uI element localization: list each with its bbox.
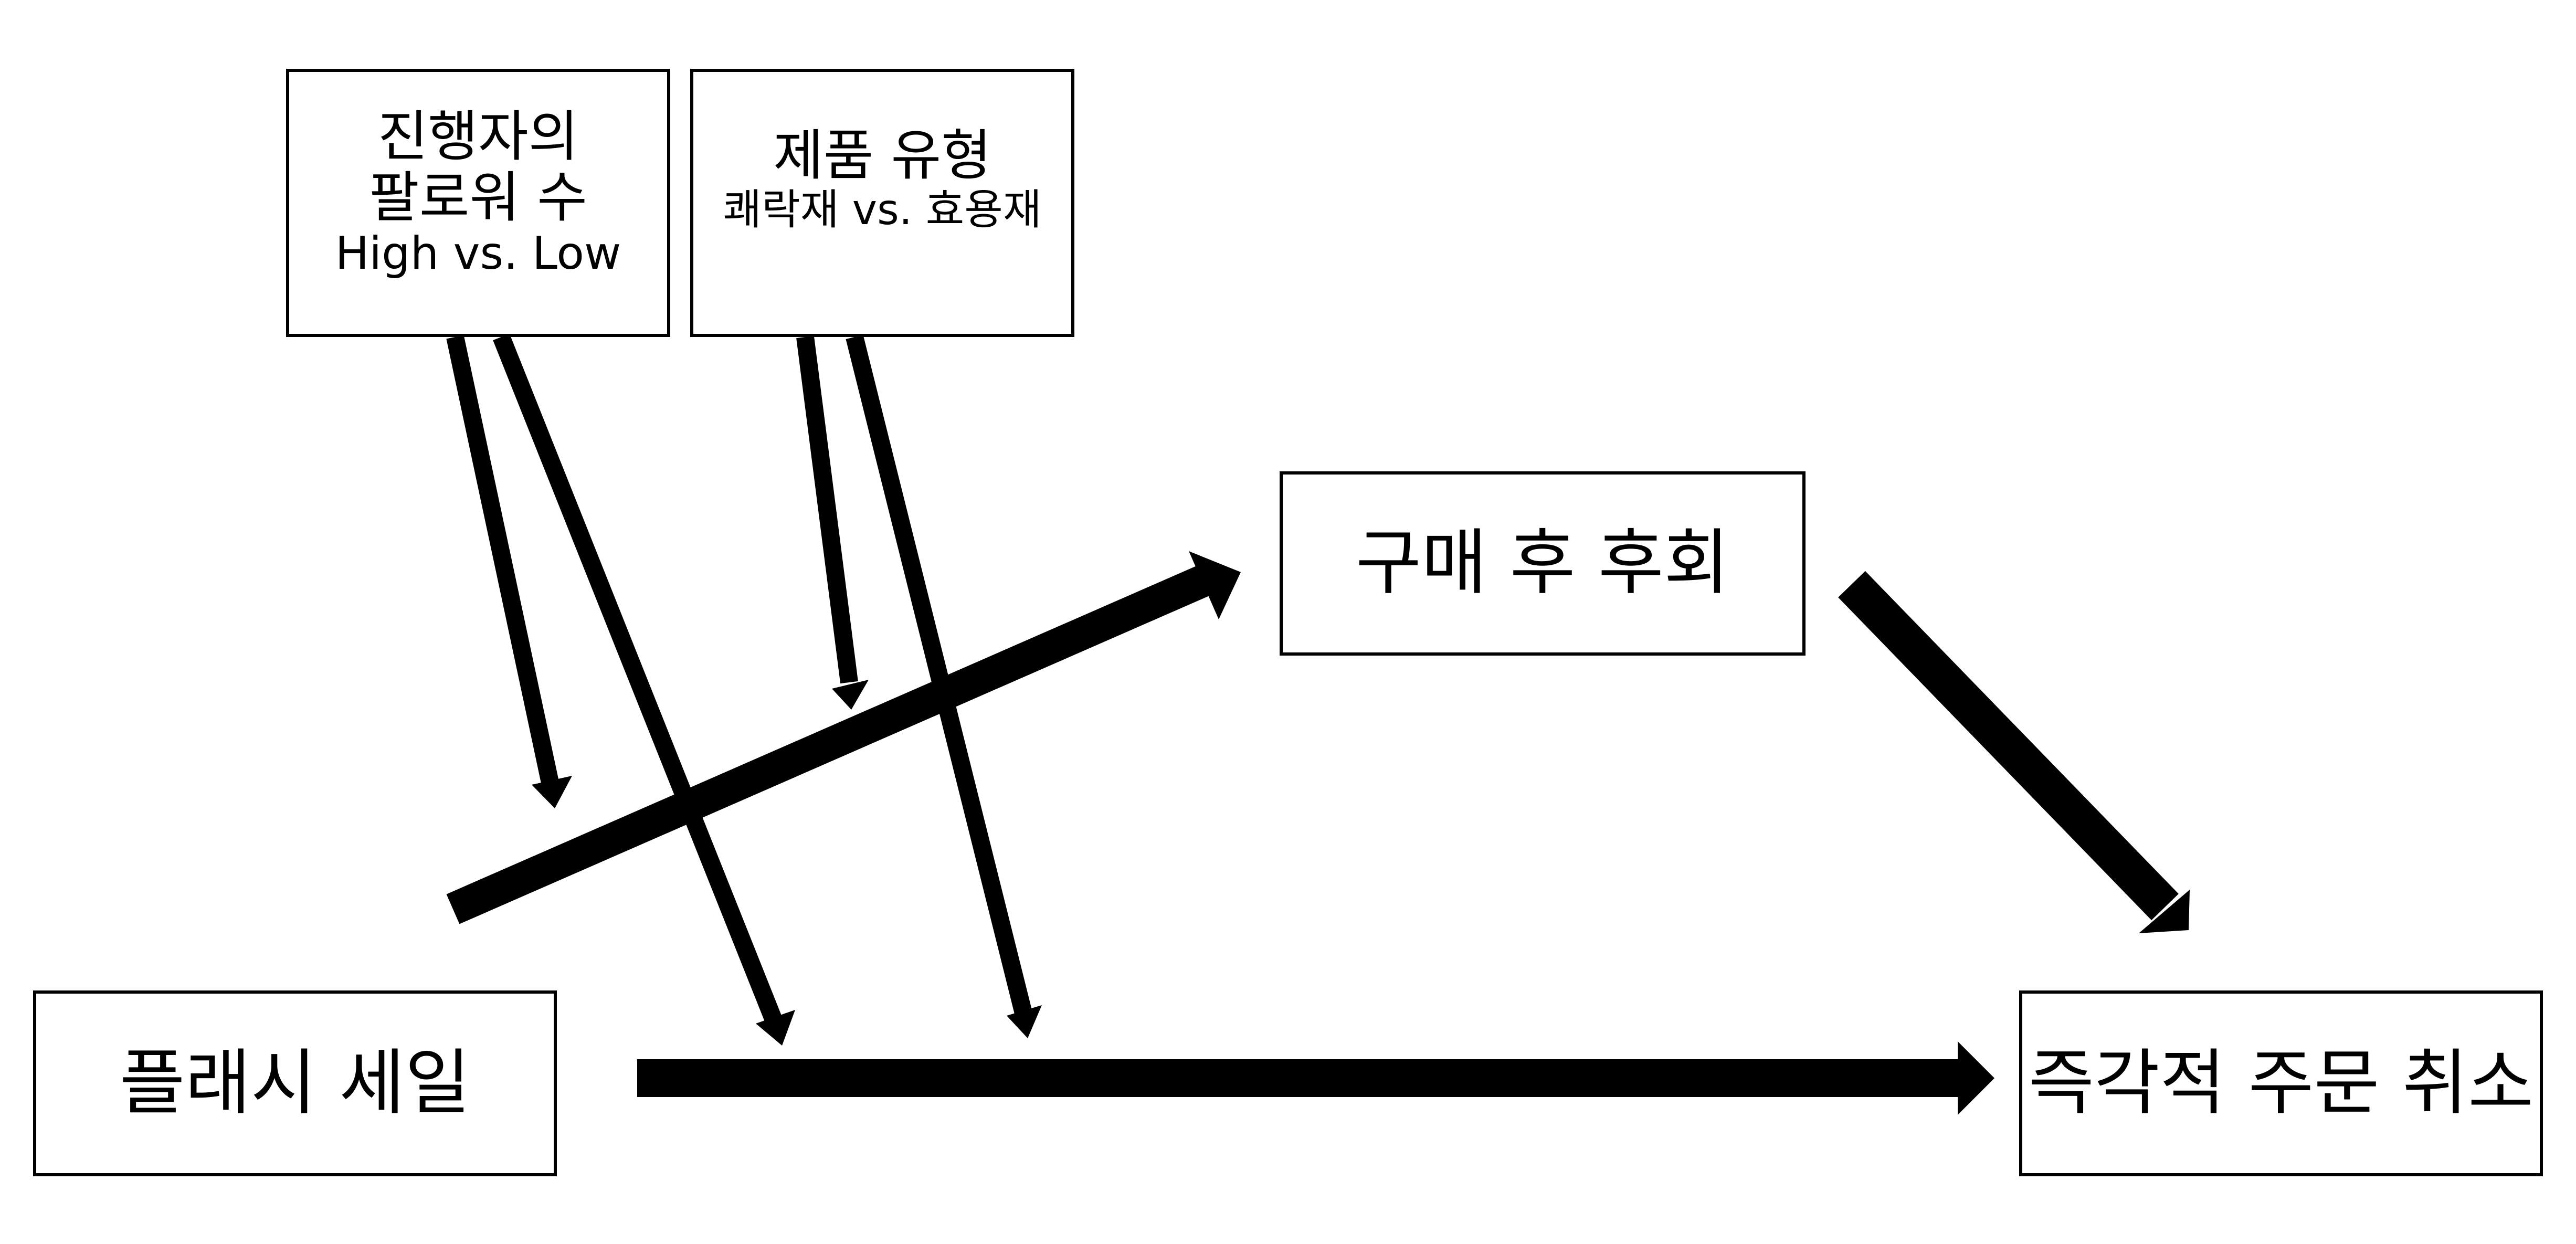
mediator-label: 구매 후 후회: [1355, 522, 1730, 605]
mediator-box: 구매 후 후회: [1280, 471, 1806, 656]
dependent-variable-box: 즉각적 주문 취소: [2019, 990, 2543, 1176]
arrow-product-to-mediation-path: [796, 335, 869, 710]
arrow-product-to-direct-path: [846, 334, 1042, 1038]
moderator-levels: 쾌락재 vs. 효용재: [723, 185, 1042, 234]
independent-variable-label: 플래시 세일: [119, 1041, 471, 1125]
moderator-levels: High vs. Low: [335, 227, 621, 280]
arrow-followers-to-direct-path: [493, 333, 795, 1046]
arrow-iv-to-mediator: [446, 551, 1241, 924]
independent-variable-box: 플래시 세일: [33, 990, 557, 1176]
arrow-iv-to-dv: [637, 1041, 1994, 1115]
dependent-variable-label: 즉각적 주문 취소: [2028, 1041, 2534, 1125]
moderator-box-product-type: 제품 유형 쾌락재 vs. 효용재: [690, 69, 1074, 337]
moderator-title: 제품 유형: [773, 123, 991, 188]
moderator-title-line1: 진행자의: [377, 104, 579, 168]
moderator-box-followers: 진행자의 팔로워 수 High vs. Low: [286, 69, 670, 337]
arrow-followers-to-mediation-path: [446, 335, 572, 808]
arrow-mediator-to-dv: [1838, 571, 2190, 933]
moderator-title-line2: 팔로워 수: [369, 165, 587, 230]
